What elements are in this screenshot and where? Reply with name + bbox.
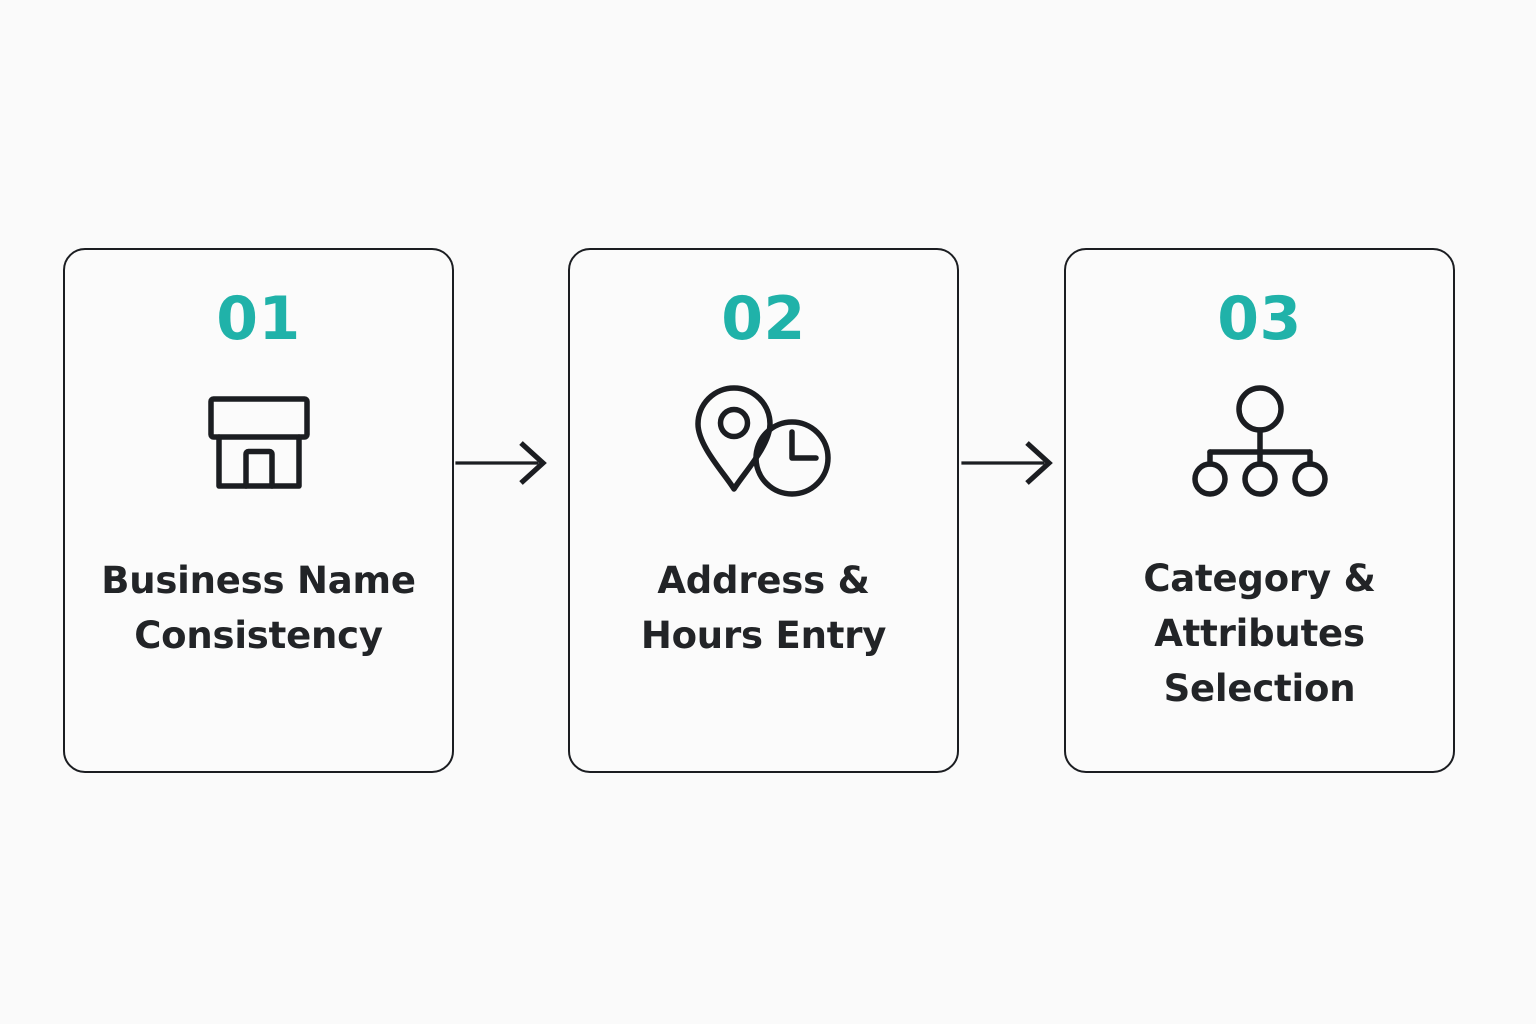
step-title-1: Business Name Consistency — [101, 559, 416, 657]
storefront-icon — [199, 377, 319, 507]
step-number-2: 02 — [721, 284, 806, 354]
step-card-3[interactable]: 03 Category & Attributes Selection — [1064, 248, 1455, 773]
step-card-1[interactable]: 01 Business Name Consistency — [63, 248, 454, 773]
step-title-3: Category & Attributes Selection — [1143, 557, 1376, 710]
arrow-right-icon-2 — [961, 434, 1057, 492]
hierarchy-icon — [1190, 377, 1330, 507]
step-title-2: Address & Hours Entry — [640, 559, 887, 657]
arrow-right-icon-1 — [455, 434, 551, 492]
step-number-3: 03 — [1217, 284, 1302, 354]
step-number-1: 01 — [216, 284, 301, 354]
step-card-2[interactable]: 02 Address & Hours Entry — [568, 248, 959, 773]
location-pin-clock-icon — [686, 377, 841, 507]
